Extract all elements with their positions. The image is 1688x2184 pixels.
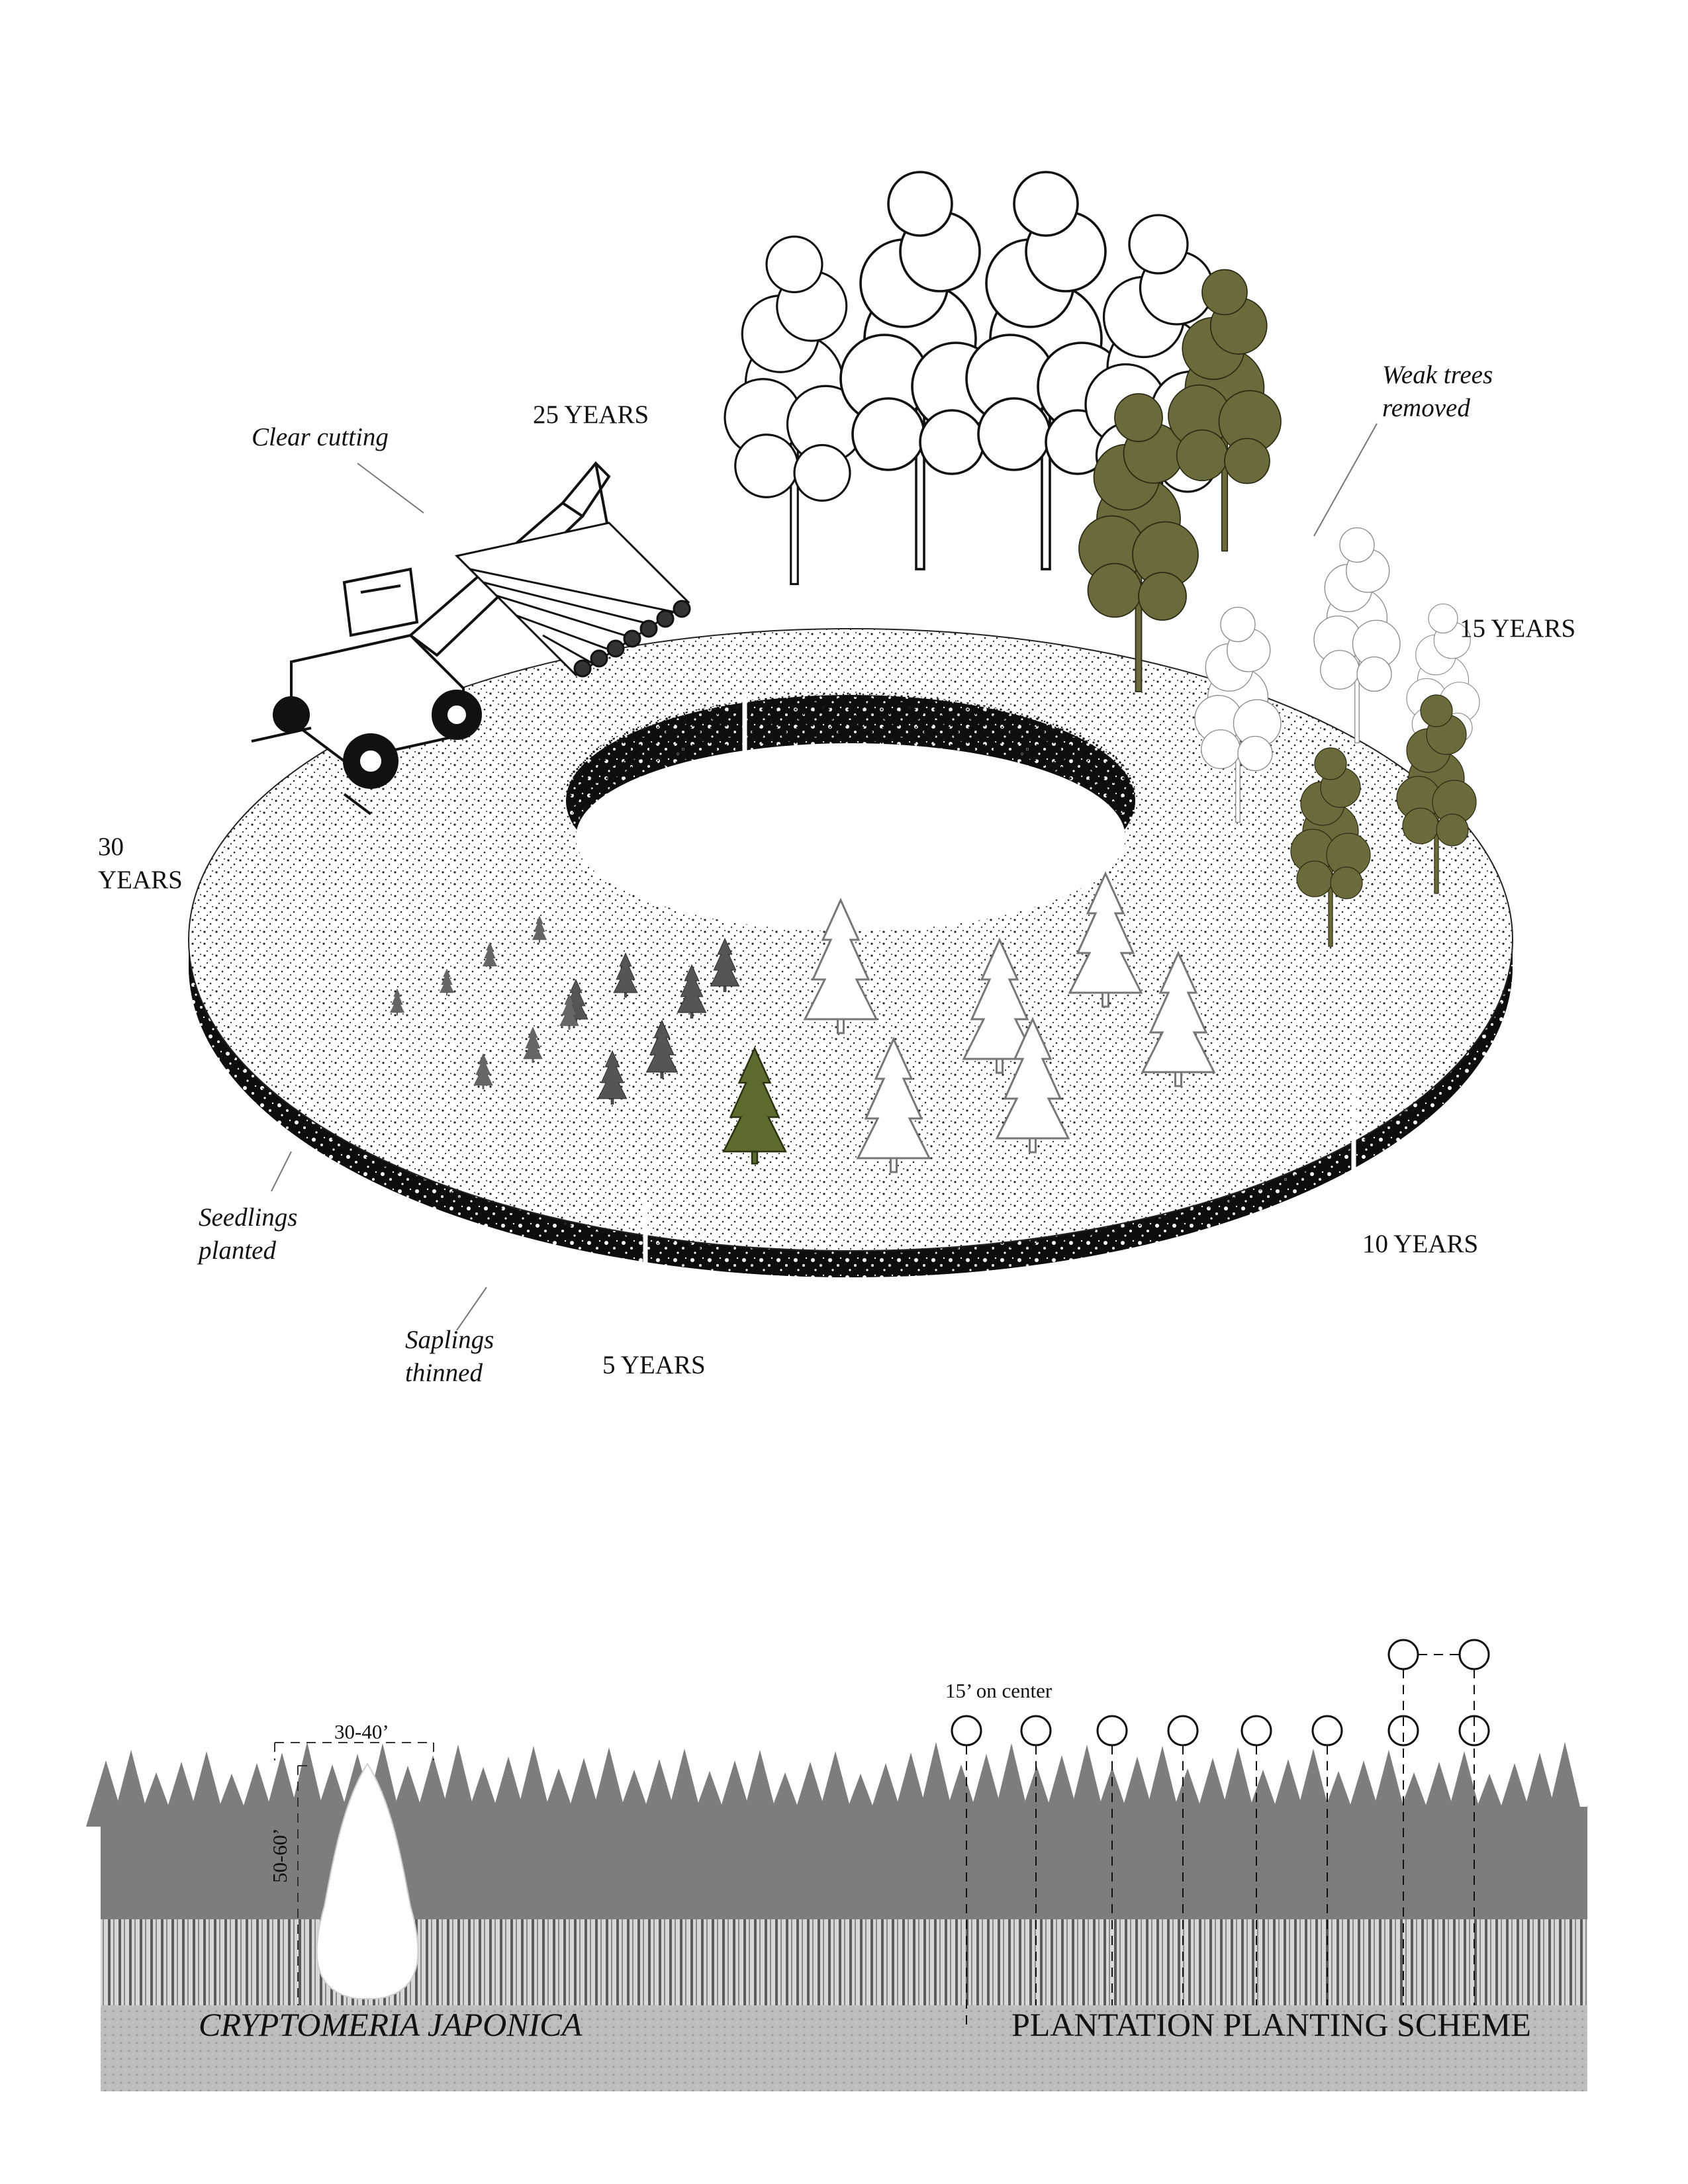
canopy-tree xyxy=(740,1750,780,1827)
canopy-tree xyxy=(1042,1755,1082,1827)
canopy-tree xyxy=(363,1743,402,1827)
canopy-tree xyxy=(312,1764,352,1827)
canopy-tree xyxy=(111,1750,151,1827)
tree-width-label: 30-40’ xyxy=(334,1715,389,1749)
canopy-tree xyxy=(237,1763,277,1827)
canopy-tree xyxy=(966,1754,1006,1827)
canopy-tree xyxy=(1419,1762,1459,1827)
canopy-tree xyxy=(1092,1767,1132,1827)
canopy-tree xyxy=(992,1743,1031,1827)
canopy-tree xyxy=(463,1767,503,1827)
canopy-tree xyxy=(790,1762,830,1827)
canopy-tree xyxy=(388,1766,428,1827)
caption-plantation-planting-scheme: PLANTATION PLANTING SCHEME xyxy=(1011,2005,1531,2044)
canopy-tree xyxy=(212,1774,252,1827)
canopy-tree xyxy=(413,1755,453,1827)
canopy-tree xyxy=(1168,1768,1207,1827)
canopy-tree xyxy=(665,1749,704,1827)
annotation-weak-trees-removed: Weak trees removed xyxy=(1382,359,1493,425)
canopy-tree xyxy=(86,1760,126,1827)
forest-trunks xyxy=(101,1846,1587,2019)
canopy-tree xyxy=(1117,1756,1157,1827)
canopy-tree xyxy=(941,1764,981,1827)
canopy-tree xyxy=(1545,1742,1585,1827)
canopy-tree xyxy=(1495,1763,1534,1827)
canopy-tree xyxy=(564,1758,604,1827)
canopy-tree xyxy=(1243,1770,1283,1827)
canopy-tree xyxy=(1344,1760,1383,1827)
canopy-tree xyxy=(1369,1750,1409,1827)
label-15-years: 15 YEARS xyxy=(1460,612,1575,645)
forest-canopy xyxy=(101,1807,1587,1919)
tree-height-label: 50-60’ xyxy=(263,1828,297,1883)
canopy-tree xyxy=(1218,1747,1258,1827)
cryptomeria-tree xyxy=(316,1764,418,1999)
canopy-tree xyxy=(489,1756,528,1827)
canopy-tree xyxy=(916,1742,956,1827)
annotation-seedlings-planted: Seedlings planted xyxy=(199,1201,297,1267)
planting-dashes xyxy=(966,1655,1474,2025)
canopy-tree xyxy=(639,1759,679,1827)
canopy-tree xyxy=(1394,1772,1434,1827)
canopy-tree xyxy=(136,1772,176,1827)
canopy-tree xyxy=(514,1746,553,1827)
canopy-tree xyxy=(1293,1749,1333,1827)
canopy-tree xyxy=(1319,1771,1358,1827)
label-25-years: 25 YEARS xyxy=(533,398,649,432)
annotation-saplings-thinned: Saplings thinned xyxy=(405,1324,494,1390)
canopy-tree xyxy=(1193,1758,1233,1827)
canopy-tree xyxy=(866,1763,906,1827)
canopy-tree xyxy=(1444,1751,1484,1827)
canopy-tree xyxy=(539,1768,579,1827)
canopy-tree xyxy=(614,1770,654,1827)
canopy-tree xyxy=(1143,1746,1182,1827)
canopy-tree xyxy=(1268,1759,1308,1827)
caption-cryptomeria-japonica: CRYPTOMERIA JAPONICA xyxy=(199,2005,582,2044)
canopy-tree xyxy=(765,1772,805,1827)
canopy-tree xyxy=(262,1752,302,1827)
canopy-tree xyxy=(589,1747,629,1827)
spacing-label: 15’ on center xyxy=(945,1674,1052,1707)
label-10-years: 10 YEARS xyxy=(1362,1228,1478,1261)
tree-dimensions xyxy=(275,1743,434,2005)
canopy-tree xyxy=(891,1752,931,1827)
annotation-clear-cutting: Clear cutting xyxy=(252,421,389,454)
canopy-tree xyxy=(816,1751,855,1827)
canopy-tree xyxy=(1067,1745,1107,1827)
canopy-tree xyxy=(162,1762,201,1827)
canopy-tree xyxy=(287,1742,327,1827)
canopy-tree xyxy=(1017,1766,1056,1827)
canopy-tree xyxy=(438,1745,478,1827)
label-30-years: 30 YEARS xyxy=(98,831,183,897)
canopy-tree xyxy=(690,1771,729,1827)
canopy-tree xyxy=(841,1774,880,1827)
canopy-tree xyxy=(338,1754,377,1827)
label-5-years: 5 YEARS xyxy=(602,1349,706,1382)
canopy-tree xyxy=(187,1751,226,1827)
canopy-tree xyxy=(715,1760,755,1827)
canopy-tree xyxy=(1470,1774,1509,1827)
ring-inner-hole xyxy=(576,743,1125,931)
canopy-tree xyxy=(1520,1752,1560,1827)
